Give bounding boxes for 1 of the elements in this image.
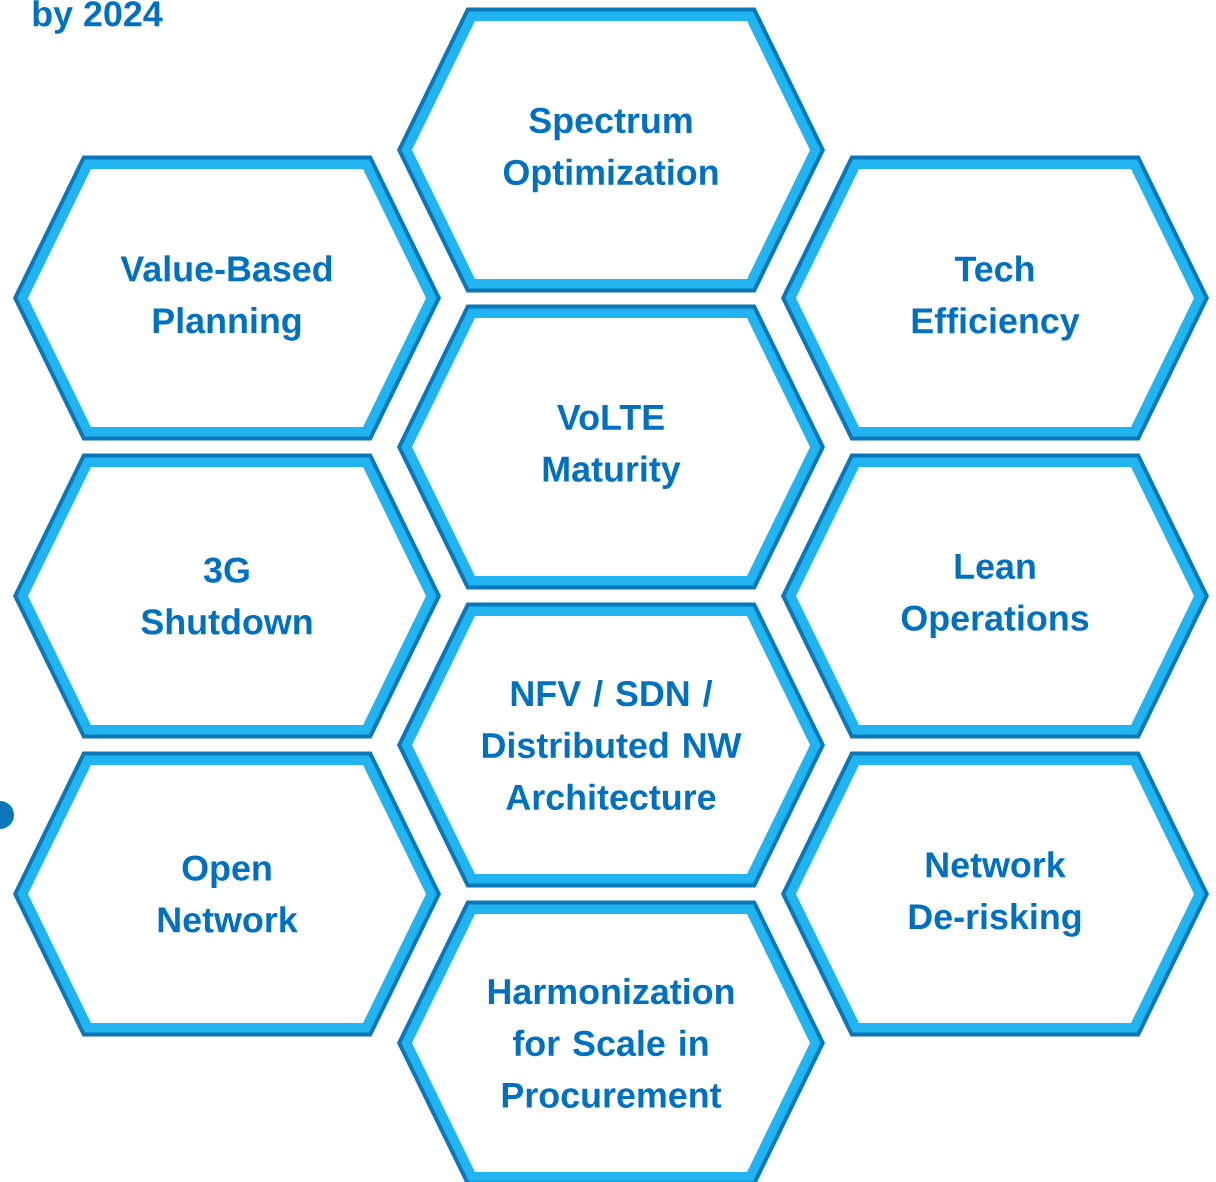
heading-text: by 2024 [33,0,163,34]
